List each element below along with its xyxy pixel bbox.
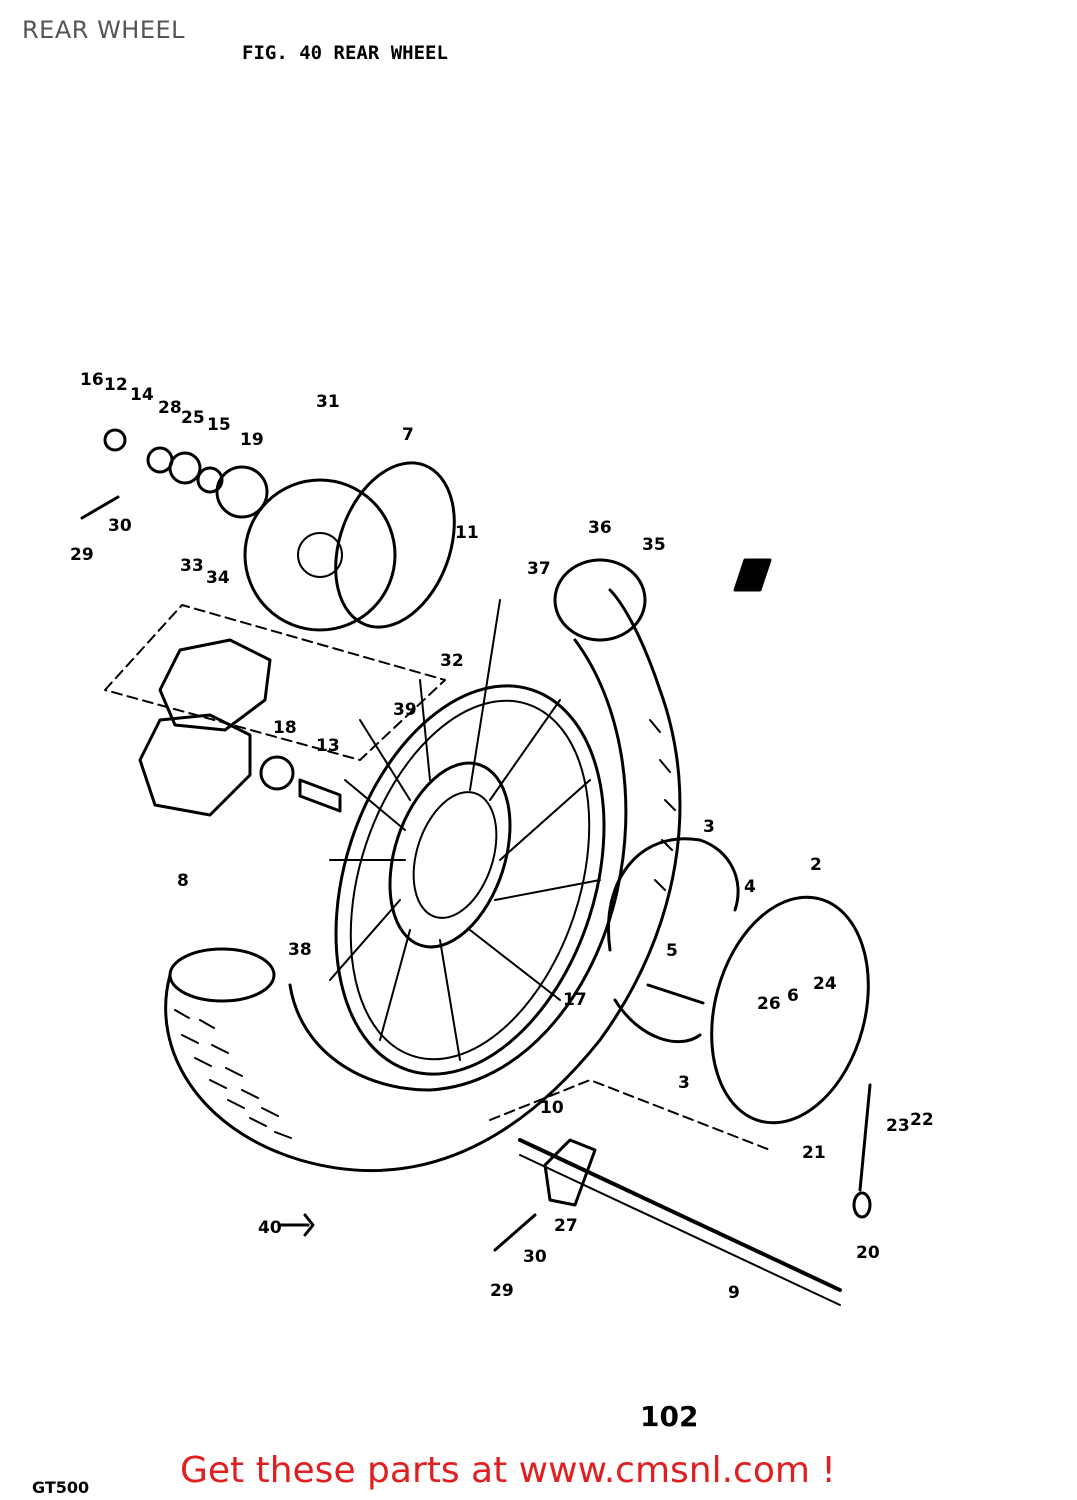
callout-20: 20	[856, 1243, 880, 1263]
callout-38: 38	[288, 940, 312, 960]
callout-19: 19	[240, 430, 264, 450]
callout-8: 8	[177, 871, 189, 891]
sprocket-bore	[297, 532, 343, 578]
axle	[518, 1138, 842, 1292]
figure-title: FIG. 40 REAR WHEEL	[242, 42, 448, 64]
sprocket-carrier	[334, 461, 456, 629]
callout-30-upper: 30	[108, 516, 132, 536]
page-title: REAR WHEEL	[22, 16, 186, 44]
bolt-29-lower	[493, 1213, 537, 1252]
callout-40: 40	[258, 1218, 282, 1238]
brake-panel	[710, 895, 870, 1125]
callout-12: 12	[104, 375, 128, 395]
callout-29-lower: 29	[490, 1281, 514, 1301]
callout-23: 23	[886, 1116, 910, 1136]
brake-shoe-lower	[613, 998, 702, 1044]
tire-outline	[164, 588, 682, 1173]
callout-31: 31	[316, 392, 340, 412]
callout-30-lower: 30	[523, 1247, 547, 1267]
wheel-rim	[334, 684, 606, 1076]
bearing-19	[215, 465, 269, 519]
bearing-18	[259, 755, 295, 791]
callout-11: 11	[455, 523, 479, 543]
callout-4: 4	[744, 877, 756, 897]
callout-18: 18	[273, 718, 297, 738]
callout-26: 26	[757, 994, 781, 1014]
cush-damper-upper	[158, 638, 272, 732]
spacer-15	[196, 466, 224, 494]
callout-6: 6	[787, 986, 799, 1006]
callout-37: 37	[527, 559, 551, 579]
callout-labels: 16 12 14 28 25 15 19 31 7 11 36 35 37 29…	[70, 370, 934, 1303]
spacer-13	[298, 778, 342, 813]
callout-3-lower: 3	[678, 1073, 690, 1093]
assembly-box	[104, 604, 446, 761]
callout-28: 28	[158, 398, 182, 418]
brake-cam	[646, 983, 705, 1005]
callout-27: 27	[554, 1216, 578, 1236]
callout-21: 21	[802, 1143, 826, 1163]
callout-33: 33	[180, 556, 204, 576]
tire-section-upper	[553, 558, 647, 642]
lever-end	[852, 1191, 872, 1219]
callout-16: 16	[80, 370, 104, 390]
part-40	[278, 1213, 315, 1237]
callout-25: 25	[181, 408, 205, 428]
wheel-rim-inner	[349, 699, 591, 1061]
chain-adjuster	[543, 1138, 597, 1207]
assembly-line-lower	[489, 1079, 771, 1151]
callout-34: 34	[206, 568, 230, 588]
callout-7: 7	[402, 425, 414, 445]
callout-17: 17	[563, 990, 587, 1010]
tire-tread	[174, 719, 676, 1139]
callout-5: 5	[666, 941, 678, 961]
axle-lower-edge	[519, 1154, 841, 1306]
tire-section-lower	[168, 947, 276, 1003]
callout-32: 32	[440, 651, 464, 671]
footer-link[interactable]: Get these parts at www.cmsnl.com !	[180, 1450, 836, 1491]
tire-inner	[288, 638, 628, 1092]
hub-flange	[412, 791, 498, 919]
callout-14: 14	[130, 385, 154, 405]
page-number: 102	[640, 1400, 699, 1433]
callout-2: 2	[810, 855, 822, 875]
rear-sprocket	[243, 478, 397, 632]
callout-29-upper: 29	[70, 545, 94, 565]
callout-24: 24	[813, 974, 837, 994]
seal-25	[168, 451, 202, 485]
detail-tag	[733, 558, 772, 592]
wheel-spokes	[329, 599, 601, 1061]
bolt-29	[80, 495, 120, 520]
callout-15: 15	[207, 415, 231, 435]
callout-36: 36	[588, 518, 612, 538]
wheel-hub	[388, 761, 512, 949]
callout-22: 22	[910, 1110, 934, 1130]
cush-damper-lower	[138, 713, 252, 817]
callout-35: 35	[642, 535, 666, 555]
callout-39: 39	[393, 700, 417, 720]
washer-28	[146, 446, 174, 474]
brake-lever	[858, 1083, 872, 1192]
callout-10: 10	[540, 1098, 564, 1118]
callout-9: 9	[728, 1283, 740, 1303]
callout-13: 13	[316, 736, 340, 756]
model-label: GT500	[32, 1478, 90, 1497]
nut-12	[103, 428, 127, 452]
brake-shoe-upper	[607, 837, 740, 952]
callout-3-upper: 3	[703, 817, 715, 837]
